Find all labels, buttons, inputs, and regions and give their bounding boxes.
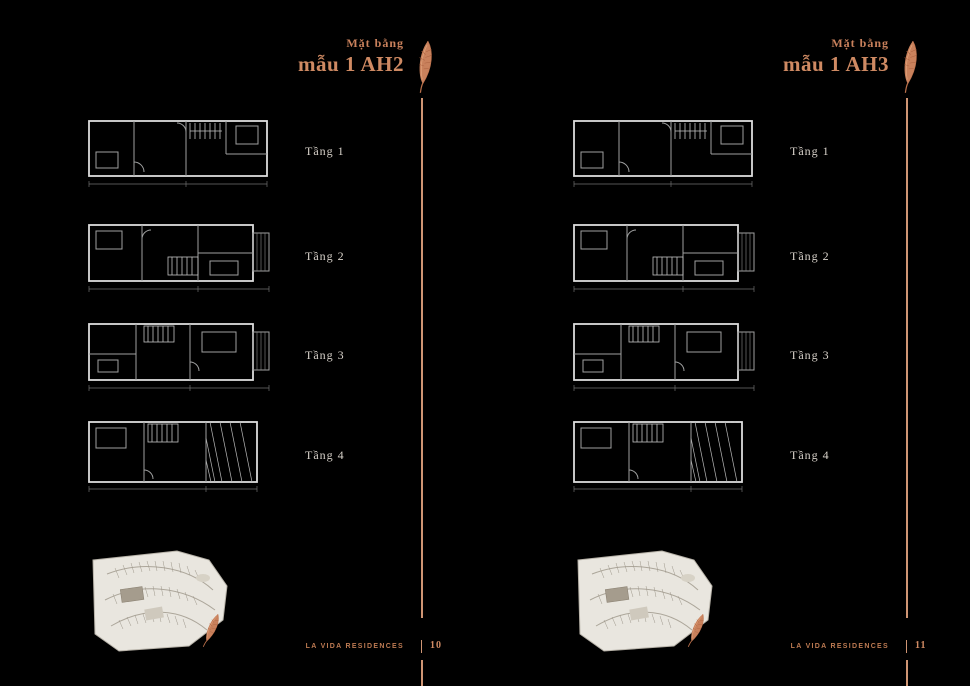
floor-label: Tầng 3 bbox=[305, 347, 345, 362]
brand-text: LA VIDA RESIDENCES bbox=[790, 643, 889, 650]
footer-divider bbox=[906, 640, 907, 653]
vertical-divider bbox=[421, 98, 423, 618]
brand-text: LA VIDA RESIDENCES bbox=[305, 643, 404, 650]
floor-label: Tầng 4 bbox=[790, 447, 830, 462]
page-title-block: Mặt bằng mẫu 1 AH2 bbox=[298, 36, 404, 76]
floor-row-3: Tầng 3 bbox=[570, 316, 830, 394]
page-ah2: Mặt bằng mẫu 1 AH2 Tầng 1 Tầng 2 Tầng 3 … bbox=[0, 36, 442, 686]
floor-label: Tầng 1 bbox=[790, 143, 830, 158]
page-number: 10 bbox=[430, 640, 442, 651]
floor-label: Tầng 3 bbox=[790, 347, 830, 362]
floor-plan-tang-3 bbox=[570, 316, 764, 394]
floor-row-2: Tầng 2 bbox=[570, 217, 830, 295]
floor-plan-tang-1 bbox=[85, 112, 279, 190]
feather-icon bbox=[407, 38, 440, 95]
page-ah3: Mặt bằng mẫu 1 AH3 Tầng 1 Tầng 2 Tầng 3 … bbox=[485, 0, 970, 686]
floor-label: Tầng 4 bbox=[305, 447, 345, 462]
floor-plan-tang-4 bbox=[85, 416, 279, 494]
page-number: 11 bbox=[915, 640, 927, 651]
page-title-large: mẫu 1 AH2 bbox=[297, 52, 404, 76]
page-title-block: Mặt bằng mẫu 1 AH3 bbox=[783, 36, 889, 76]
floor-label: Tầng 2 bbox=[790, 248, 830, 263]
vertical-divider-bottom bbox=[906, 660, 908, 686]
floor-plan-tang-3 bbox=[85, 316, 279, 394]
floor-row-4: Tầng 4 bbox=[570, 416, 830, 494]
page-title-large: mẫu 1 AH3 bbox=[782, 52, 889, 76]
vertical-divider-bottom bbox=[421, 660, 423, 686]
feather-icon bbox=[892, 38, 925, 95]
floor-label: Tầng 2 bbox=[305, 248, 345, 263]
floor-plan-tang-2 bbox=[85, 217, 279, 295]
floor-plan-tang-1 bbox=[570, 112, 764, 190]
footer-divider bbox=[421, 640, 422, 653]
floor-label: Tầng 1 bbox=[305, 143, 345, 158]
floor-plan-tang-4 bbox=[570, 416, 764, 494]
floor-row-1: Tầng 1 bbox=[570, 112, 830, 190]
floor-row-3: Tầng 3 bbox=[85, 316, 345, 394]
floor-row-1: Tầng 1 bbox=[85, 112, 345, 190]
floor-row-2: Tầng 2 bbox=[85, 217, 345, 295]
floor-plan-tang-2 bbox=[570, 217, 764, 295]
page-title-small: Mặt bằng bbox=[346, 36, 404, 50]
vertical-divider bbox=[906, 98, 908, 618]
floor-row-4: Tầng 4 bbox=[85, 416, 345, 494]
page-title-small: Mặt bằng bbox=[831, 36, 889, 50]
